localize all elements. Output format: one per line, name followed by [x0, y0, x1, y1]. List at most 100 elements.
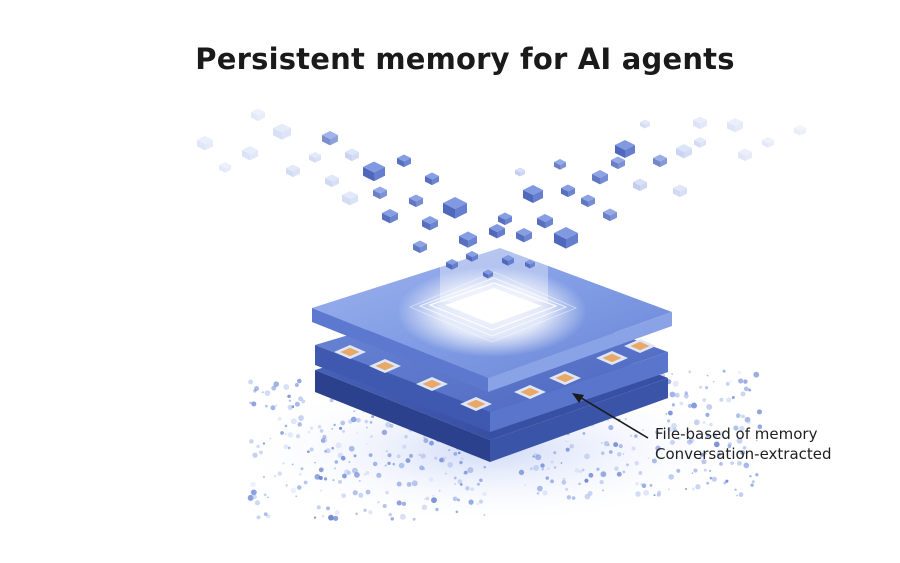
data-cube-icon	[525, 259, 535, 269]
data-cube-icon	[489, 224, 505, 239]
dust-particle	[693, 402, 696, 405]
dust-particle	[377, 501, 380, 504]
dust-particle	[331, 446, 335, 450]
data-cube-icon	[633, 178, 647, 192]
dust-particle	[381, 429, 388, 436]
dust-particle	[676, 468, 681, 473]
dust-particle	[704, 452, 707, 456]
dust-particle	[287, 404, 293, 411]
dust-particle	[737, 371, 741, 374]
dust-particle	[624, 418, 627, 421]
dust-particle	[702, 421, 706, 424]
dust-particle	[600, 442, 603, 444]
dust-particle	[483, 465, 487, 469]
dust-particle	[691, 487, 695, 491]
dust-particle	[396, 500, 402, 506]
dust-particle	[736, 494, 738, 497]
dust-particle	[747, 420, 751, 425]
dust-particle	[277, 416, 282, 421]
dust-particle	[261, 391, 264, 394]
dust-particle	[751, 480, 755, 484]
dust-particle	[324, 449, 327, 453]
dust-particle	[467, 467, 474, 474]
dust-particle	[541, 467, 544, 471]
data-cube-icon	[554, 159, 566, 170]
dust-particle	[287, 432, 293, 438]
dust-particle	[365, 489, 371, 495]
dust-particle	[351, 467, 358, 474]
dust-particle	[704, 386, 709, 390]
dust-particle	[668, 488, 670, 491]
memory-chip	[334, 345, 366, 359]
dust-particle	[667, 419, 671, 423]
arrow-pointer-icon	[572, 393, 649, 439]
dust-particle	[273, 475, 277, 478]
dust-particle	[479, 478, 483, 482]
dust-particle	[723, 481, 727, 485]
data-cube-icon	[309, 152, 321, 163]
dust-particle	[369, 420, 373, 424]
dust-particle	[250, 481, 256, 488]
dust-particle	[432, 494, 435, 497]
dust-particle	[438, 489, 441, 492]
dust-particle	[254, 386, 260, 391]
dust-particle	[463, 470, 468, 475]
data-cube-icon	[345, 148, 359, 162]
dust-particle	[444, 456, 447, 459]
dust-particle	[578, 470, 582, 473]
data-cube-icon	[325, 174, 339, 188]
dust-particle	[282, 462, 285, 465]
dust-particle	[363, 508, 367, 512]
data-cube-icon	[382, 209, 398, 224]
dust-particle	[364, 419, 369, 424]
dust-particle	[262, 475, 266, 479]
dust-particle	[448, 448, 451, 452]
dust-particle	[454, 483, 457, 485]
dust-particle	[248, 379, 254, 385]
dust-particle	[452, 496, 458, 502]
dust-particle	[727, 442, 732, 447]
dust-particle	[285, 484, 288, 487]
dust-particle	[398, 462, 405, 469]
dust-particle	[402, 444, 407, 449]
data-cube-icon	[603, 208, 617, 222]
dust-particle	[252, 494, 257, 500]
dust-particle	[478, 499, 484, 504]
dust-particle	[651, 458, 657, 464]
dust-particle	[529, 467, 533, 471]
dust-particle	[396, 454, 401, 459]
data-cube-icon	[676, 144, 692, 159]
dust-particle	[706, 404, 713, 410]
dust-particle	[719, 397, 724, 402]
dust-particle	[342, 473, 347, 479]
dust-particle	[614, 466, 619, 471]
dust-particle	[622, 453, 625, 455]
dust-particle	[453, 451, 458, 456]
memory-chip	[416, 377, 448, 391]
dust-particle	[601, 451, 605, 455]
dust-particle	[677, 436, 681, 440]
dust-particle	[565, 440, 568, 443]
dust-particle	[362, 411, 365, 414]
dust-particle	[608, 450, 613, 454]
dust-particle	[321, 437, 328, 444]
dust-particle	[729, 380, 732, 383]
dust-particle	[326, 506, 330, 511]
dust-particle	[565, 487, 569, 491]
dust-particle	[263, 512, 268, 516]
dust-particle	[685, 487, 688, 490]
callout-line-2: Conversation-extracted	[655, 445, 832, 463]
dust-particle	[314, 461, 316, 464]
dust-particle	[253, 389, 257, 393]
dust-particle	[297, 485, 302, 490]
dust-particle	[550, 479, 554, 484]
dust-particle	[695, 484, 701, 490]
dust-particle	[731, 396, 735, 400]
dust-particle	[321, 514, 325, 518]
dust-particle	[334, 460, 339, 464]
dust-particle	[453, 476, 457, 480]
dust-particle	[705, 412, 710, 417]
dust-particle	[423, 498, 426, 501]
dust-particle	[553, 451, 557, 455]
dust-particle	[251, 489, 257, 496]
